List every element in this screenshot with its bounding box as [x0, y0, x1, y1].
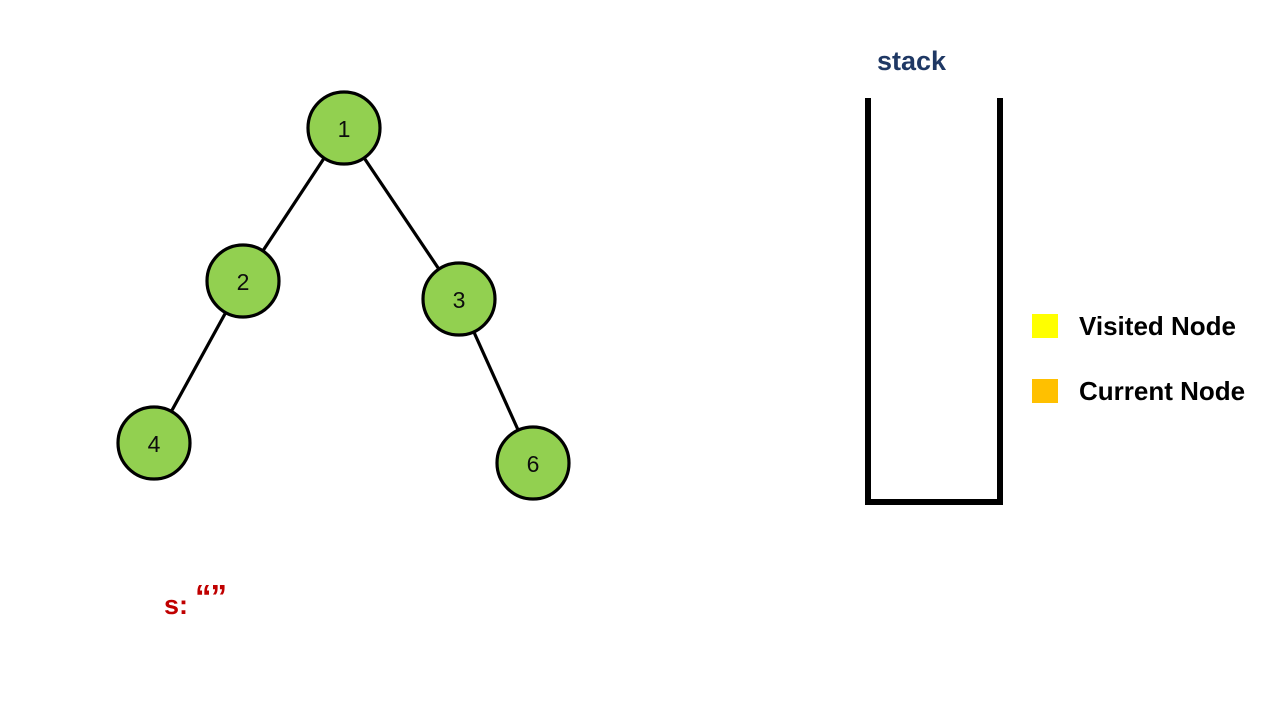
- sequence-caption: s:“”: [164, 578, 227, 620]
- visited-node-swatch: [1032, 314, 1058, 338]
- graph-node-2[interactable]: 2: [205, 243, 281, 319]
- current-node-swatch: [1032, 379, 1058, 403]
- graph-node-3[interactable]: 3: [421, 261, 497, 337]
- graph-node-4[interactable]: 4: [116, 405, 192, 481]
- stack-container[interactable]: [865, 98, 1003, 505]
- legend-row: Visited Node: [1032, 312, 1272, 340]
- node-circle: [205, 243, 281, 319]
- node-circle: [116, 405, 192, 481]
- legend-label: Current Node: [1079, 376, 1246, 406]
- stack-title: stack: [876, 46, 947, 76]
- node-circle: [495, 425, 571, 501]
- node-label: 1: [338, 116, 351, 142]
- node-label: 4: [148, 431, 161, 457]
- sequence-key: s:: [164, 590, 189, 620]
- node-label: 6: [527, 451, 540, 477]
- sequence-value: “”: [195, 578, 227, 615]
- graph-node-1[interactable]: 1: [306, 90, 382, 166]
- legend-row: Current Node: [1032, 377, 1272, 405]
- tree-graph: 1 2 3 4 6: [116, 90, 571, 501]
- node-circle: [421, 261, 497, 337]
- node-label: 2: [237, 269, 250, 295]
- graph-node-6[interactable]: 6: [495, 425, 571, 501]
- node-circle: [306, 90, 382, 166]
- node-label: 3: [453, 287, 466, 313]
- legend-label: Visited Node: [1079, 311, 1237, 341]
- graph-nodes-layer: 1 2 3 4 6: [116, 90, 571, 501]
- stack-panel: stack: [820, 48, 1050, 518]
